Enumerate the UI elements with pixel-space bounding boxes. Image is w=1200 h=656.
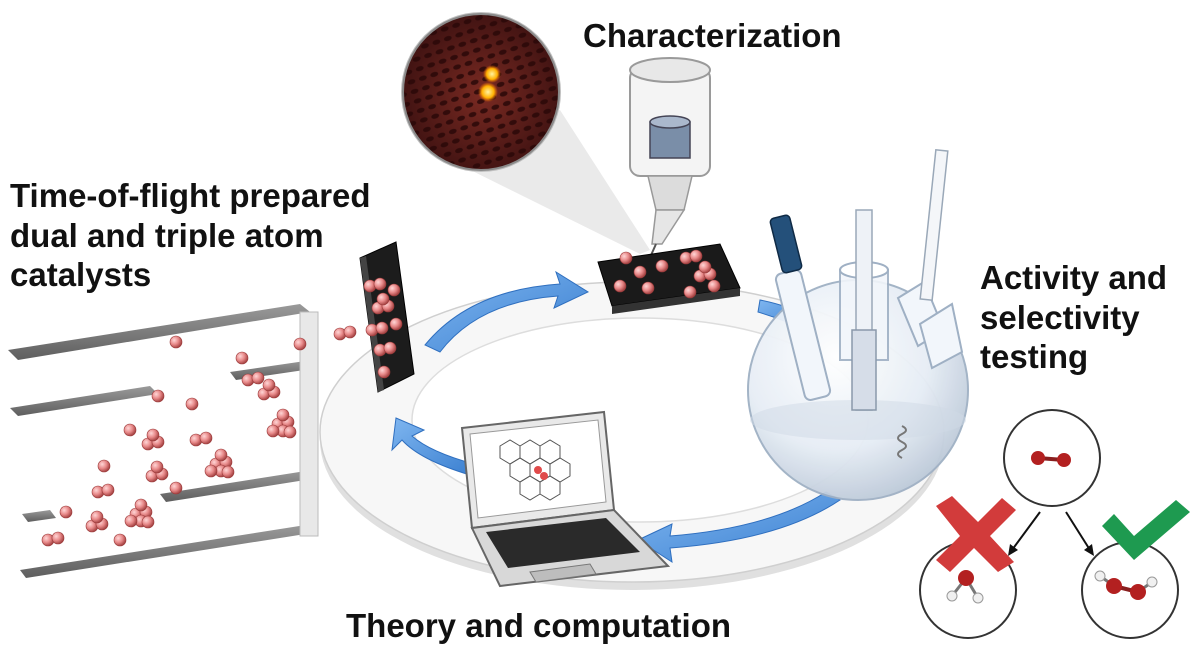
check-mark-icon bbox=[1102, 500, 1190, 560]
stm-image bbox=[401, 12, 650, 254]
metal-atom bbox=[262, 378, 276, 392]
metal-atom bbox=[90, 510, 104, 524]
metal-atom bbox=[97, 459, 111, 473]
metal-atom bbox=[383, 341, 397, 355]
metal-atom bbox=[373, 277, 387, 291]
activity-testing-label: Activity and selectivity testing bbox=[980, 258, 1167, 377]
arrow-to-characterization bbox=[424, 270, 590, 353]
metal-atom bbox=[185, 397, 199, 411]
metal-atom bbox=[698, 260, 712, 274]
graphene-model bbox=[499, 439, 571, 501]
laptop-icon bbox=[460, 410, 671, 588]
plate bbox=[230, 360, 318, 380]
h2o2-molecule bbox=[1094, 570, 1158, 600]
metal-atom bbox=[376, 292, 390, 306]
activity-label-line: testing bbox=[980, 338, 1089, 376]
h2o-molecule bbox=[946, 570, 984, 604]
metal-atom bbox=[123, 423, 137, 437]
metal-atom bbox=[151, 389, 165, 403]
metal-atom bbox=[214, 448, 228, 462]
tof-label-line: catalysts bbox=[10, 256, 152, 294]
metal-atom bbox=[689, 249, 703, 263]
tof-catalysts-label: Time-of-flight prepared dual and triple … bbox=[10, 176, 371, 295]
metal-atom bbox=[59, 505, 73, 519]
plate bbox=[8, 304, 310, 360]
chip-atom-group bbox=[613, 249, 721, 299]
metal-atom bbox=[641, 281, 655, 295]
plate bbox=[20, 524, 318, 578]
plate bbox=[160, 470, 318, 502]
plate bbox=[10, 386, 158, 416]
bright-atom-spot bbox=[478, 82, 498, 102]
arrow-to-catalysts bbox=[391, 417, 475, 476]
tof-atom-cloud bbox=[41, 325, 357, 547]
metal-atom bbox=[150, 460, 164, 474]
metal-atom bbox=[377, 365, 391, 379]
metal-atom bbox=[707, 279, 721, 293]
metal-atom bbox=[51, 531, 65, 545]
metal-atom bbox=[101, 483, 115, 497]
theory-computation-label: Theory and computation bbox=[346, 607, 732, 644]
microscope-tip-icon bbox=[629, 57, 711, 263]
metal-atom bbox=[251, 371, 265, 385]
metal-atom bbox=[389, 317, 403, 331]
metal-atom bbox=[613, 279, 627, 293]
selectivity-scheme bbox=[919, 409, 1190, 639]
activity-label-line: selectivity bbox=[980, 298, 1140, 336]
metal-atom bbox=[655, 259, 669, 273]
metal-atom bbox=[683, 285, 697, 299]
plate bbox=[22, 510, 56, 522]
metal-atom bbox=[169, 481, 183, 495]
bright-atom-spot bbox=[483, 65, 501, 83]
round-bottom-flask-icon bbox=[747, 148, 969, 501]
metal-atom bbox=[293, 337, 307, 351]
characterization-label: Characterization bbox=[583, 17, 842, 54]
metal-atom bbox=[169, 335, 183, 349]
metal-atom bbox=[146, 428, 160, 442]
tof-label-line: dual and triple atom bbox=[10, 216, 324, 254]
metal-atom bbox=[375, 321, 389, 335]
metal-atom bbox=[124, 514, 138, 528]
metal-atom bbox=[221, 465, 235, 479]
activity-label-line: Activity and bbox=[980, 259, 1168, 296]
metal-atom bbox=[343, 325, 357, 339]
plate-atom-group bbox=[363, 277, 403, 379]
metal-atom bbox=[113, 533, 127, 547]
metal-atom bbox=[141, 515, 155, 529]
metal-atom bbox=[276, 408, 290, 422]
metal-atom bbox=[619, 251, 633, 265]
metal-atom bbox=[633, 265, 647, 279]
side-wall bbox=[299, 311, 319, 537]
metal-atom bbox=[204, 464, 218, 478]
tof-deposition-chamber bbox=[8, 304, 357, 578]
metal-atom bbox=[199, 431, 213, 445]
sample-chip bbox=[597, 243, 741, 314]
metal-atom bbox=[283, 425, 297, 439]
metal-atom bbox=[387, 283, 401, 297]
o2-molecule bbox=[1031, 451, 1071, 467]
metal-atom bbox=[266, 424, 280, 438]
tof-label-line: Time-of-flight prepared bbox=[10, 177, 371, 214]
cross-mark-icon bbox=[936, 496, 1016, 572]
substrate-plate bbox=[359, 241, 415, 393]
metal-atom bbox=[235, 351, 249, 365]
metal-atom bbox=[134, 498, 148, 512]
